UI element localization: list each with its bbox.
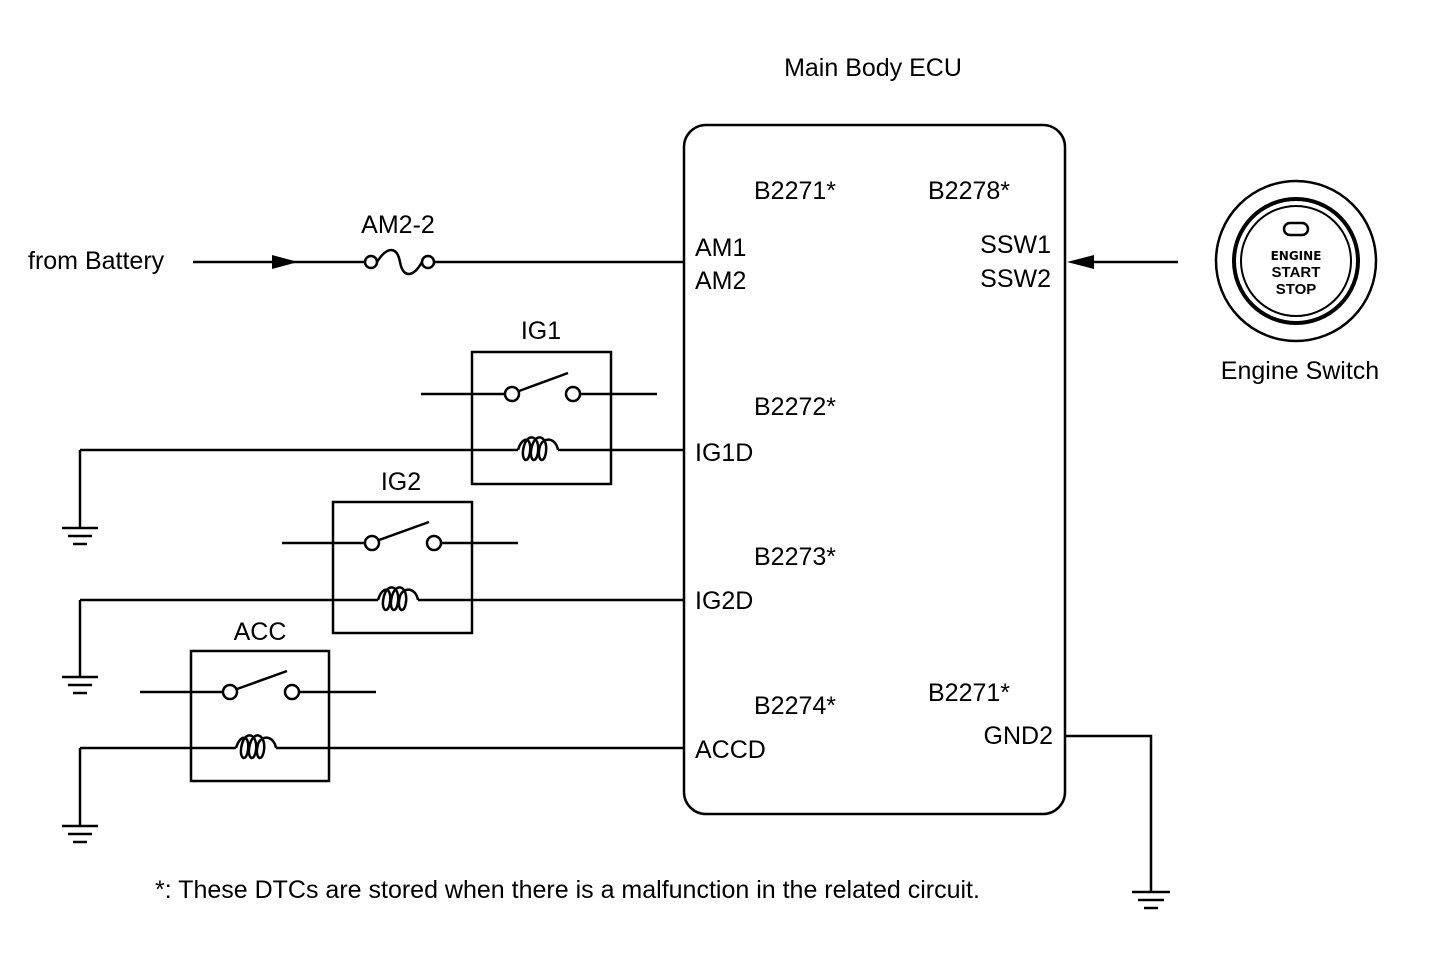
footnote: *: These DTCs are stored when there is a… <box>155 876 980 904</box>
dtc-am: B2271* <box>754 177 836 205</box>
ssw-arrow <box>1067 255 1094 269</box>
acc-relay: ACC <box>140 618 376 783</box>
pin-gnd2: GND2 <box>984 722 1053 750</box>
dtc-ig2: B2273* <box>754 543 836 571</box>
pin-am2: AM2 <box>695 267 746 295</box>
pin-ig1d: IG1D <box>695 439 753 467</box>
fuse-symbol <box>363 248 436 276</box>
pin-ssw2: SSW2 <box>980 265 1051 293</box>
ground-icon <box>62 824 98 844</box>
engine-switch-icon: ENGINE START STOP <box>1214 179 1378 343</box>
ground-icon <box>62 526 98 546</box>
acc-relay-label: ACC <box>234 618 287 646</box>
ground-icon <box>1132 890 1170 910</box>
switch-text-stop: STOP <box>1276 281 1317 298</box>
dtc-ssw: B2278* <box>928 177 1010 205</box>
pin-ig2d: IG2D <box>695 587 753 615</box>
ig1-relay: IG1 <box>421 317 657 486</box>
pin-am1: AM1 <box>695 234 746 262</box>
switch-text-start: START <box>1272 264 1321 281</box>
ig2-relay-label: IG2 <box>381 468 421 496</box>
dtc-acc: B2274* <box>754 692 836 720</box>
ecu-box <box>682 123 1067 816</box>
ig2-relay: IG2 <box>282 468 518 635</box>
battery-arrow <box>272 255 298 269</box>
pin-ssw1: SSW1 <box>980 231 1051 259</box>
ecu-title: Main Body ECU <box>784 54 962 82</box>
dtc-ig1: B2272* <box>754 393 836 421</box>
ig1-relay-label: IG1 <box>521 317 561 345</box>
battery-label: from Battery <box>28 247 165 275</box>
gnd2-wire <box>1065 734 1153 892</box>
engine-switch-label: Engine Switch <box>1221 357 1379 385</box>
pin-accd: ACCD <box>695 736 766 764</box>
switch-text-engine: ENGINE <box>1271 249 1322 263</box>
ground-icon <box>62 675 98 695</box>
dtc-gnd: B2271* <box>928 679 1010 707</box>
fuse-label: AM2-2 <box>361 211 435 239</box>
